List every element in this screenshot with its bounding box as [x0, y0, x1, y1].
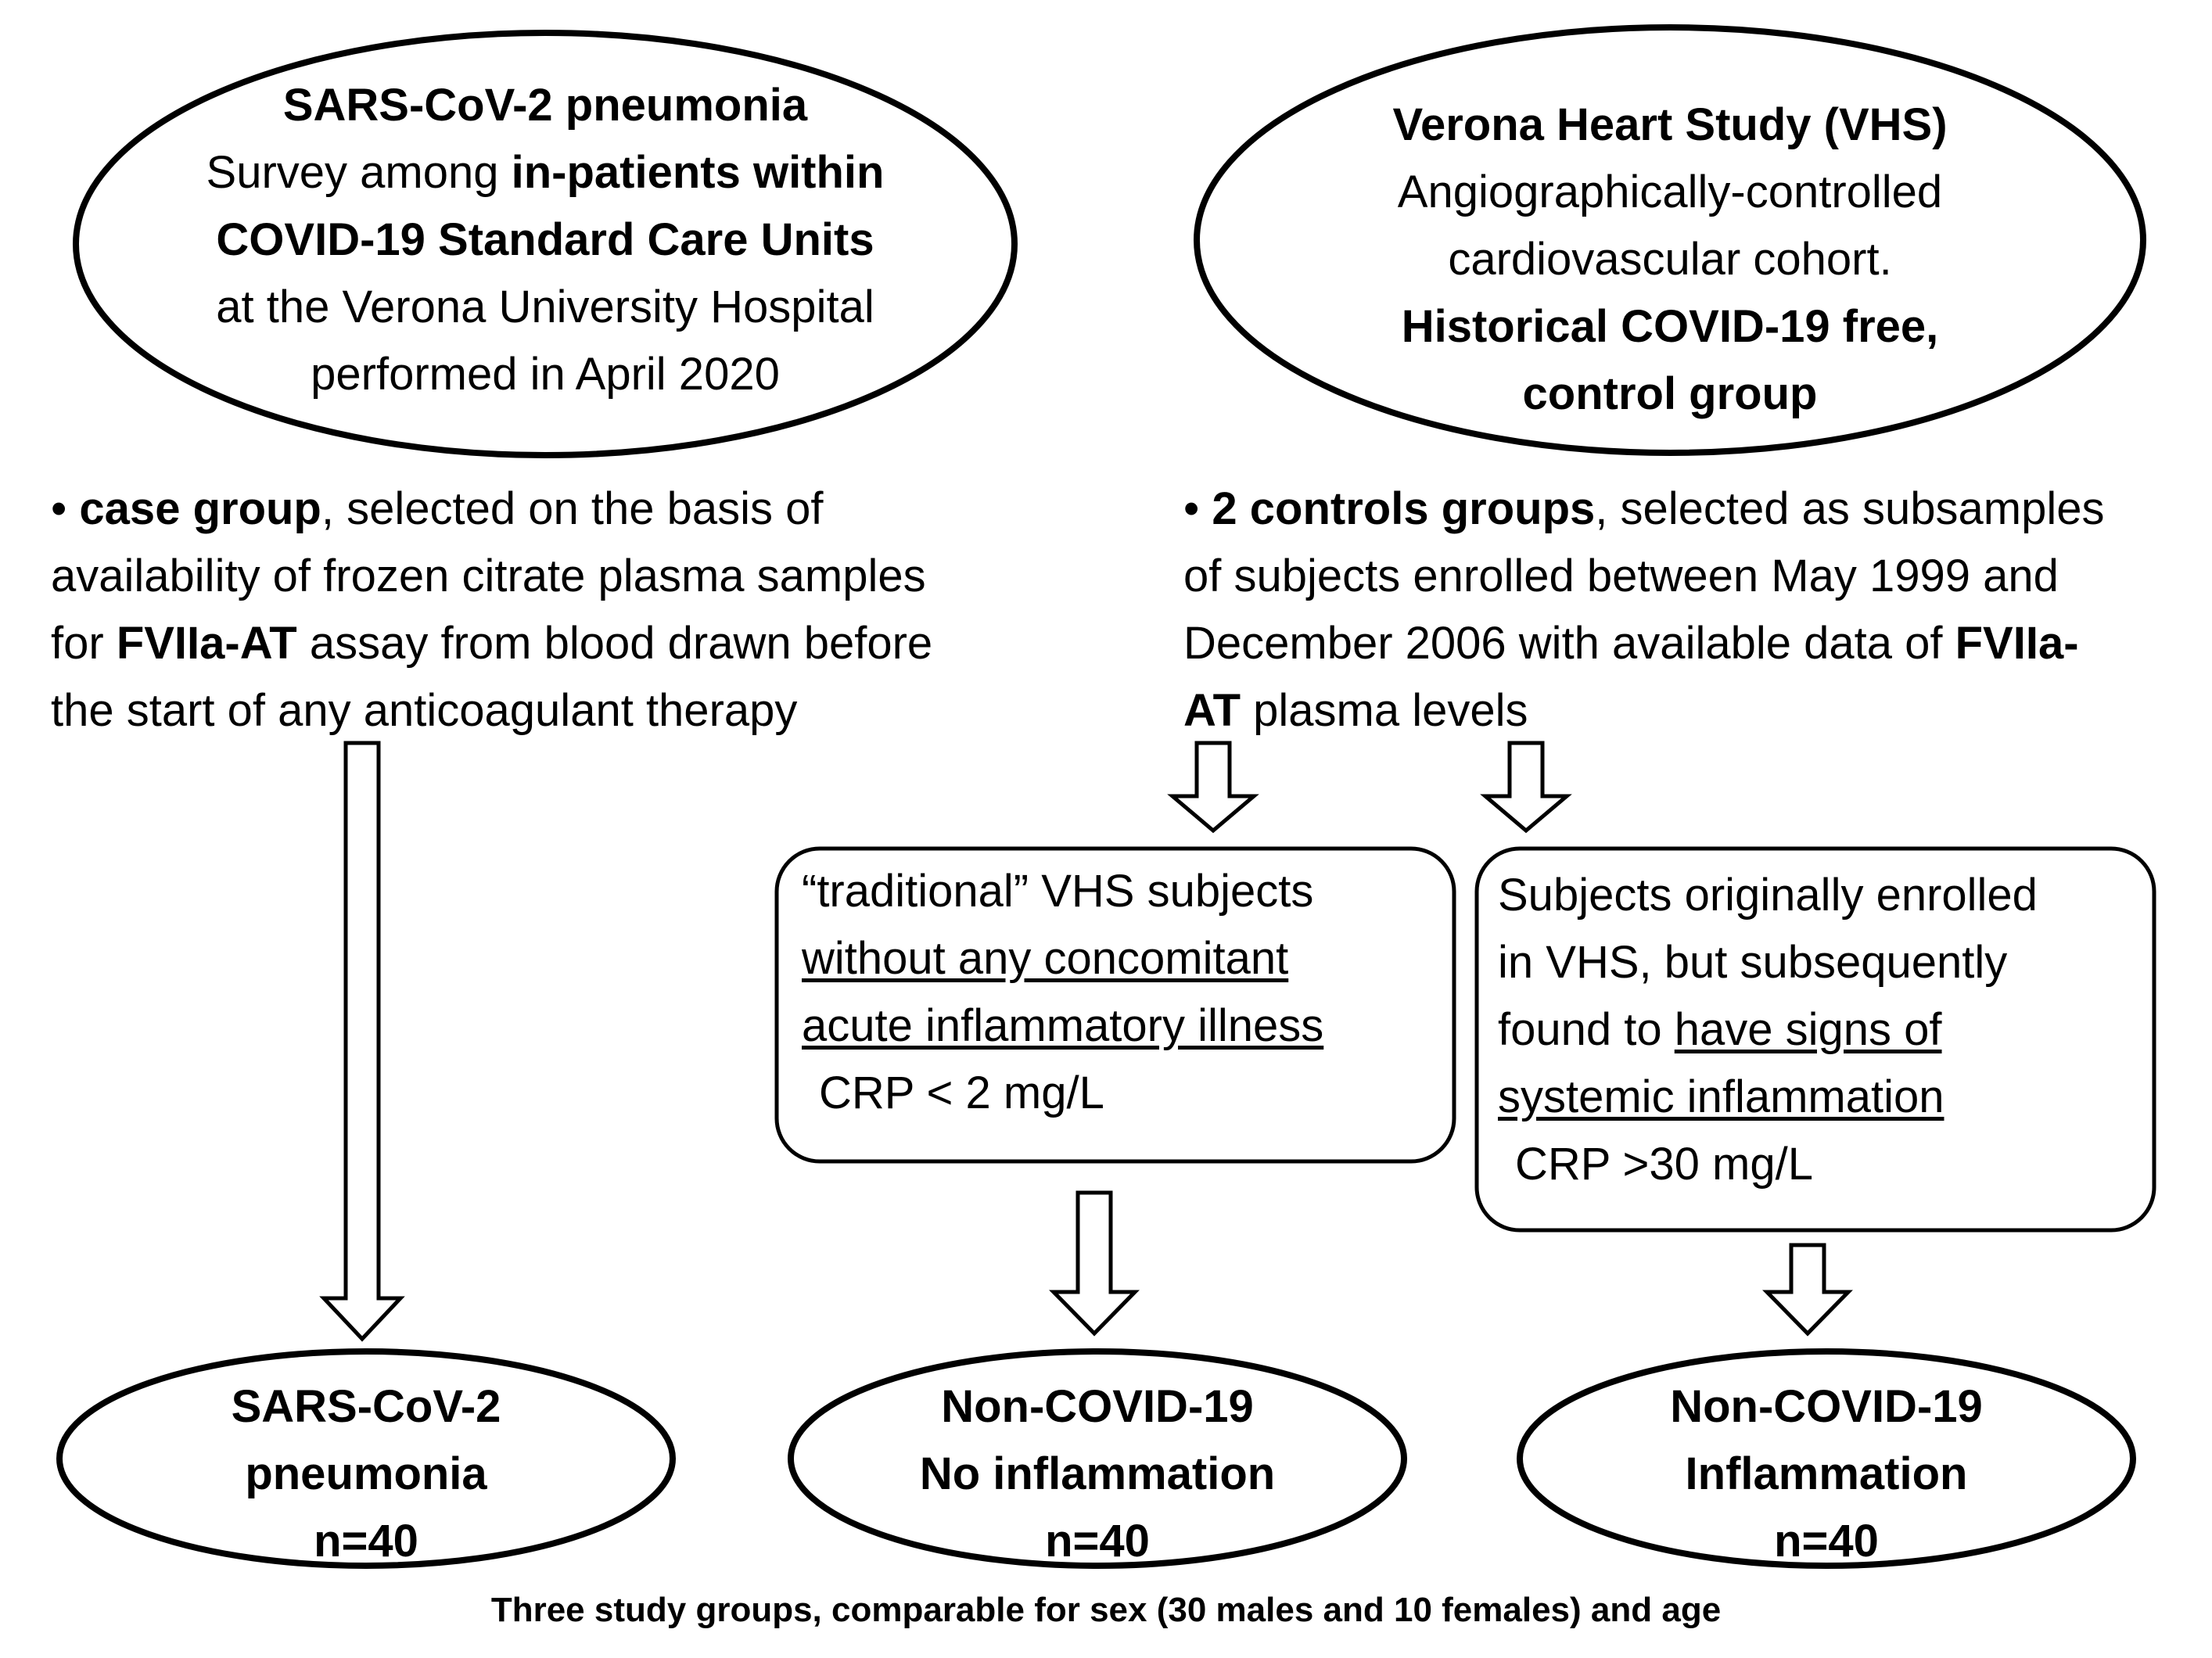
controls-line2: of subjects enrolled between May 1999 an… [1183, 551, 2059, 601]
case-group-line4: the start of any anticoagulant therapy [51, 685, 798, 736]
bullet-mark: • [51, 483, 80, 534]
controls-assay-part2: AT [1183, 685, 1241, 736]
arrow-to-no-inflammation-group [1049, 1190, 1140, 1337]
no-inflammation-line2: without any concomitant [802, 933, 1289, 984]
vhs-line4: Historical COVID-19 free, [1401, 301, 1939, 352]
bullet-mark: • [1183, 483, 1212, 534]
inflammation-crp: CRP >30 mg/L [1515, 1139, 1813, 1190]
group-sars-line1: SARS-CoV-2 [231, 1381, 501, 1432]
inflammation-box-text: Subjects originally enrolled in VHS, but… [1498, 862, 2147, 1198]
case-group-bullet: • case group, selected on the basis of a… [51, 476, 1099, 745]
group-sars-label: SARS-CoV-2 pneumonia n=40 [131, 1373, 601, 1575]
inflammation-line3-prefix: found to [1498, 1004, 1675, 1055]
vhs-line5: control group [1522, 368, 1818, 419]
sars-survey-line5: performed in April 2020 [311, 349, 780, 400]
controls-label: 2 controls groups [1212, 483, 1596, 534]
sars-survey-line2: Survey among in-patients within [115, 139, 975, 206]
figure-caption: Three study groups, comparable for sex (… [490, 1591, 1722, 1629]
group-ellipse-inflammation [1517, 1348, 2136, 1569]
group-inflammation-count: n=40 [1774, 1516, 1879, 1566]
group-no-inflammation-label: Non-COVID-19 No inflammation n=40 [863, 1373, 1332, 1575]
case-group-line1-text: , selected on the basis of [321, 483, 824, 534]
controls-assay-part1: FVIIa- [1955, 618, 2079, 669]
vhs-text: Verona Heart Study (VHS) Angiographicall… [1240, 92, 2100, 428]
no-inflammation-box [774, 846, 1456, 1164]
sars-survey-line2-bold: in-patients within [511, 147, 885, 198]
no-inflammation-line1: “traditional” VHS subjects [802, 866, 1314, 917]
group-inflammation-line1: Non-COVID-19 [1670, 1381, 1983, 1432]
controls-group-bullet: • 2 controls groups, selected as subsamp… [1183, 476, 2204, 745]
controls-line1-text: , selected as subsamples [1595, 483, 2105, 534]
sars-survey-text: SARS-CoV-2 pneumonia Survey among in-pat… [115, 72, 975, 408]
controls-line1: • 2 controls groups, selected as subsamp… [1183, 476, 2204, 543]
case-group-line3: for FVIIa-AT assay from blood drawn befo… [51, 610, 1099, 677]
top-right-ellipse [1194, 24, 2146, 456]
sars-survey-line2-prefix: Survey among [206, 147, 512, 198]
vhs-title: Verona Heart Study (VHS) [1392, 99, 1948, 150]
controls-line4-suffix: plasma levels [1241, 685, 1528, 736]
vhs-line2: Angiographically-controlled [1397, 167, 1943, 217]
inflammation-line2: in VHS, but subsequently [1498, 937, 2008, 988]
controls-line3-prefix: December 2006 with available data of [1183, 618, 1955, 669]
inflammation-line1: Subjects originally enrolled [1498, 870, 2038, 921]
top-left-ellipse [73, 30, 1018, 458]
case-group-line2: availability of frozen citrate plasma sa… [51, 551, 926, 601]
no-inflammation-box-text: “traditional” VHS subjects without any c… [802, 858, 1443, 1127]
inflammation-line4: systemic inflammation [1498, 1071, 1944, 1122]
sars-survey-line3: COVID-19 Standard Care Units [216, 214, 874, 265]
arrow-to-no-inflammation-box [1167, 741, 1259, 834]
inflammation-line3: found to have signs of [1498, 996, 2147, 1064]
group-sars-line2: pneumonia [245, 1448, 487, 1499]
group-ellipse-no-inflammation [788, 1348, 1407, 1569]
case-group-line1: • case group, selected on the basis of [51, 476, 1099, 543]
case-group-line3-suffix: assay from blood drawn before [296, 618, 933, 669]
no-inflammation-crp: CRP < 2 mg/L [819, 1068, 1104, 1118]
group-sars-count: n=40 [314, 1516, 418, 1566]
controls-line4: AT plasma levels [1183, 677, 2204, 745]
group-no-inflammation-line1: Non-COVID-19 [941, 1381, 1254, 1432]
group-inflammation-label: Non-COVID-19 Inflammation n=40 [1592, 1373, 2061, 1575]
group-inflammation-line2: Inflammation [1685, 1448, 1968, 1499]
case-group-arrow [319, 741, 405, 1342]
sars-survey-title: SARS-CoV-2 pneumonia [282, 80, 808, 131]
group-no-inflammation-line2: No inflammation [919, 1448, 1276, 1499]
arrow-to-inflammation-group [1762, 1243, 1853, 1337]
inflammation-box [1474, 846, 2156, 1233]
arrow-to-inflammation-box [1480, 741, 1572, 834]
sars-survey-line4: at the Verona University Hospital [216, 282, 874, 332]
vhs-line3: cardiovascular cohort. [1448, 234, 1892, 285]
case-group-assay: FVIIa-AT [116, 618, 297, 669]
case-group-label: case group [79, 483, 321, 534]
case-group-line3-prefix: for [51, 618, 117, 669]
no-inflammation-line3: acute inflammatory illness [802, 1000, 1324, 1051]
inflammation-line3-underlined: have signs of [1674, 1004, 1942, 1055]
group-ellipse-sars [56, 1348, 676, 1569]
controls-line3: December 2006 with available data of FVI… [1183, 610, 2204, 677]
group-no-inflammation-count: n=40 [1045, 1516, 1150, 1566]
